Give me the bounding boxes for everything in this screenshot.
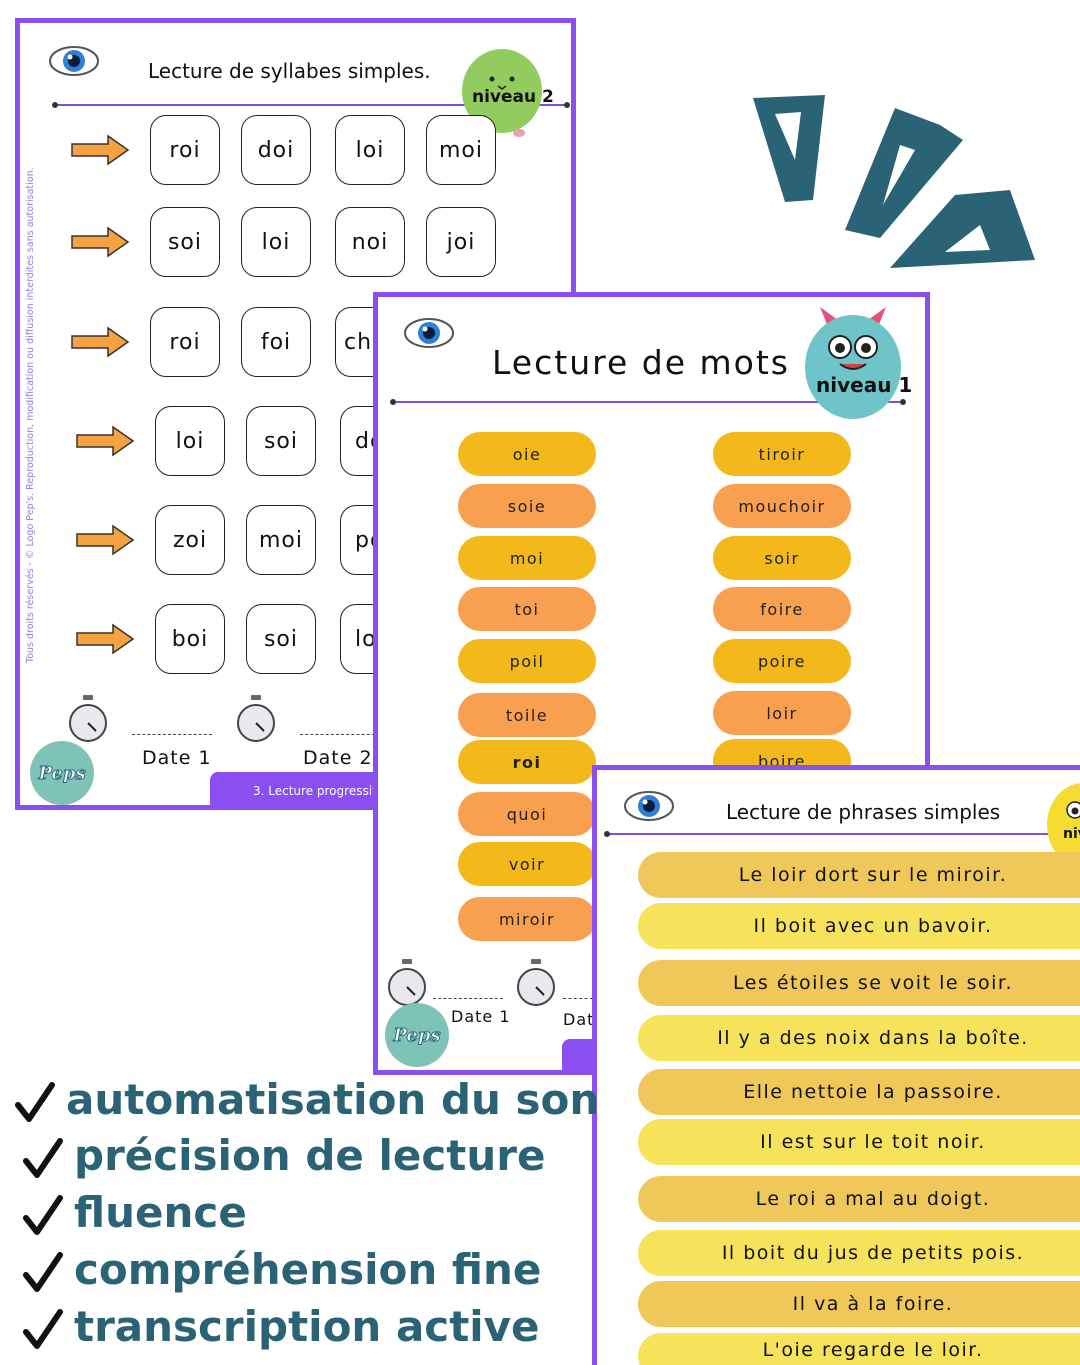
benefit-text: fluence bbox=[74, 1188, 247, 1237]
word-pill: loir bbox=[713, 691, 851, 735]
decorative-strokes bbox=[753, 95, 1035, 268]
syllables-sheet: Lecture de syllabes simples. niveau 2 To… bbox=[15, 18, 576, 810]
logo-text: Peps bbox=[393, 1024, 441, 1046]
date-line bbox=[563, 998, 593, 999]
peps-logo: Peps bbox=[30, 741, 94, 805]
word-pill: soie bbox=[458, 484, 596, 528]
syllable-box: soi bbox=[150, 207, 220, 277]
arrow-right-icon bbox=[71, 326, 130, 358]
syllable-box: soi bbox=[246, 604, 316, 674]
word-pill: miroir bbox=[458, 897, 596, 941]
syllable-box: loi bbox=[155, 406, 225, 476]
sheet-title: Lecture de syllabes simples. bbox=[148, 59, 431, 83]
syllable-box: foi bbox=[241, 307, 311, 377]
word-pill: tiroir bbox=[713, 432, 851, 476]
stopwatch-icon bbox=[69, 695, 107, 742]
benefit-text: automatisation du son bbox=[66, 1075, 600, 1124]
syllable-box: moi bbox=[426, 115, 496, 185]
eye-icon bbox=[624, 791, 674, 821]
arrow-right-icon bbox=[76, 425, 135, 457]
sheet-title: Lecture de phrases simples bbox=[726, 800, 1001, 824]
arrow-right-icon bbox=[71, 226, 130, 258]
stopwatch-icon bbox=[517, 959, 555, 1006]
stroke-one bbox=[753, 95, 825, 202]
title-rule bbox=[390, 399, 906, 405]
peps-logo: Peps bbox=[385, 1003, 449, 1067]
word-pill: soir bbox=[713, 536, 851, 580]
syllable-box: loi bbox=[241, 207, 311, 277]
copyright-notice: Tous droits réservés - © Logo Pep's. Rep… bbox=[25, 167, 36, 663]
checkmark-icon bbox=[15, 1082, 55, 1122]
date-line bbox=[132, 734, 212, 735]
word-pill: voir bbox=[458, 842, 596, 886]
sentence-strip: Les étoiles se voit le soir. bbox=[638, 960, 1080, 1006]
word-pill: poil bbox=[458, 639, 596, 683]
blue-monster-icon bbox=[805, 307, 901, 419]
sentence-strip: Le loir dort sur le miroir. bbox=[638, 852, 1080, 898]
word-pill: mouchoir bbox=[713, 484, 851, 528]
syllable-box: loi bbox=[335, 115, 405, 185]
benefit-text: compréhension fine bbox=[74, 1245, 542, 1294]
syllable-box: roi bbox=[150, 307, 220, 377]
syllable-box: noi bbox=[335, 207, 405, 277]
date-line bbox=[300, 734, 380, 735]
arrow-right-icon bbox=[76, 524, 135, 556]
sentence-strip: Il y a des noix dans la boîte. bbox=[638, 1015, 1080, 1061]
sentence-strip: L'oie regarde le loir. bbox=[638, 1333, 1080, 1365]
word-pill: oie bbox=[458, 432, 596, 476]
level-badge: niveau 2 bbox=[472, 87, 554, 107]
title-rule bbox=[52, 102, 570, 108]
date-label: Date 1 bbox=[451, 1007, 511, 1026]
sentence-strip: Il boit avec un bavoir. bbox=[638, 903, 1080, 949]
stroke-three bbox=[890, 190, 1035, 268]
benefit-text: précision de lecture bbox=[74, 1131, 546, 1180]
eye-icon bbox=[404, 318, 454, 348]
date-label: Date 2 bbox=[303, 747, 373, 769]
eye-icon bbox=[49, 46, 99, 76]
word-pill: poire bbox=[713, 639, 851, 683]
checkmark-icon bbox=[23, 1309, 63, 1349]
syllable-box: soi bbox=[246, 406, 316, 476]
syllable-box: moi bbox=[246, 505, 316, 575]
sentence-strip: Il va à la foire. bbox=[638, 1281, 1080, 1327]
logo-text: Peps bbox=[38, 762, 86, 784]
checkmark-icon bbox=[23, 1252, 63, 1292]
sentence-strip: Il boit du jus de petits pois. bbox=[638, 1230, 1080, 1276]
yellow-monster-icon bbox=[1047, 783, 1080, 867]
word-pill: moi bbox=[458, 536, 596, 580]
level-badge: niv bbox=[1063, 826, 1080, 842]
date-label: Dat bbox=[563, 1010, 595, 1029]
word-pill: toi bbox=[458, 587, 596, 631]
checkmark-icon bbox=[23, 1138, 63, 1178]
stopwatch-icon bbox=[388, 959, 426, 1006]
syllable-box: boi bbox=[155, 604, 225, 674]
sentence-strip: Le roi a mal au doigt. bbox=[638, 1176, 1080, 1222]
stroke-two bbox=[845, 108, 963, 238]
syllable-box: zoi bbox=[155, 505, 225, 575]
word-pill: quoi bbox=[458, 792, 596, 836]
arrow-right-icon bbox=[76, 623, 135, 655]
benefit-text: transcription active bbox=[74, 1302, 540, 1351]
title-rule bbox=[604, 831, 1080, 837]
sheet-title: Lecture de mots bbox=[492, 343, 790, 382]
word-pill: toile bbox=[458, 693, 596, 737]
sentences-sheet: Lecture de phrases simples niv Le loir d… bbox=[592, 765, 1080, 1365]
date-label: Date 1 bbox=[142, 747, 212, 769]
syllable-box: doi bbox=[241, 115, 311, 185]
syllable-box: joi bbox=[426, 207, 496, 277]
sentence-strip: Il est sur le toit noir. bbox=[638, 1119, 1080, 1165]
word-pill: foire bbox=[713, 587, 851, 631]
date-line bbox=[433, 998, 503, 999]
level-badge: niveau 1 bbox=[816, 373, 913, 397]
sentence-strip: Elle nettoie la passoire. bbox=[638, 1069, 1080, 1115]
checkmark-icon bbox=[23, 1195, 63, 1235]
word-pill: roi bbox=[458, 740, 596, 784]
arrow-right-icon bbox=[71, 134, 130, 166]
stopwatch-icon bbox=[237, 695, 275, 742]
syllable-box: roi bbox=[150, 115, 220, 185]
